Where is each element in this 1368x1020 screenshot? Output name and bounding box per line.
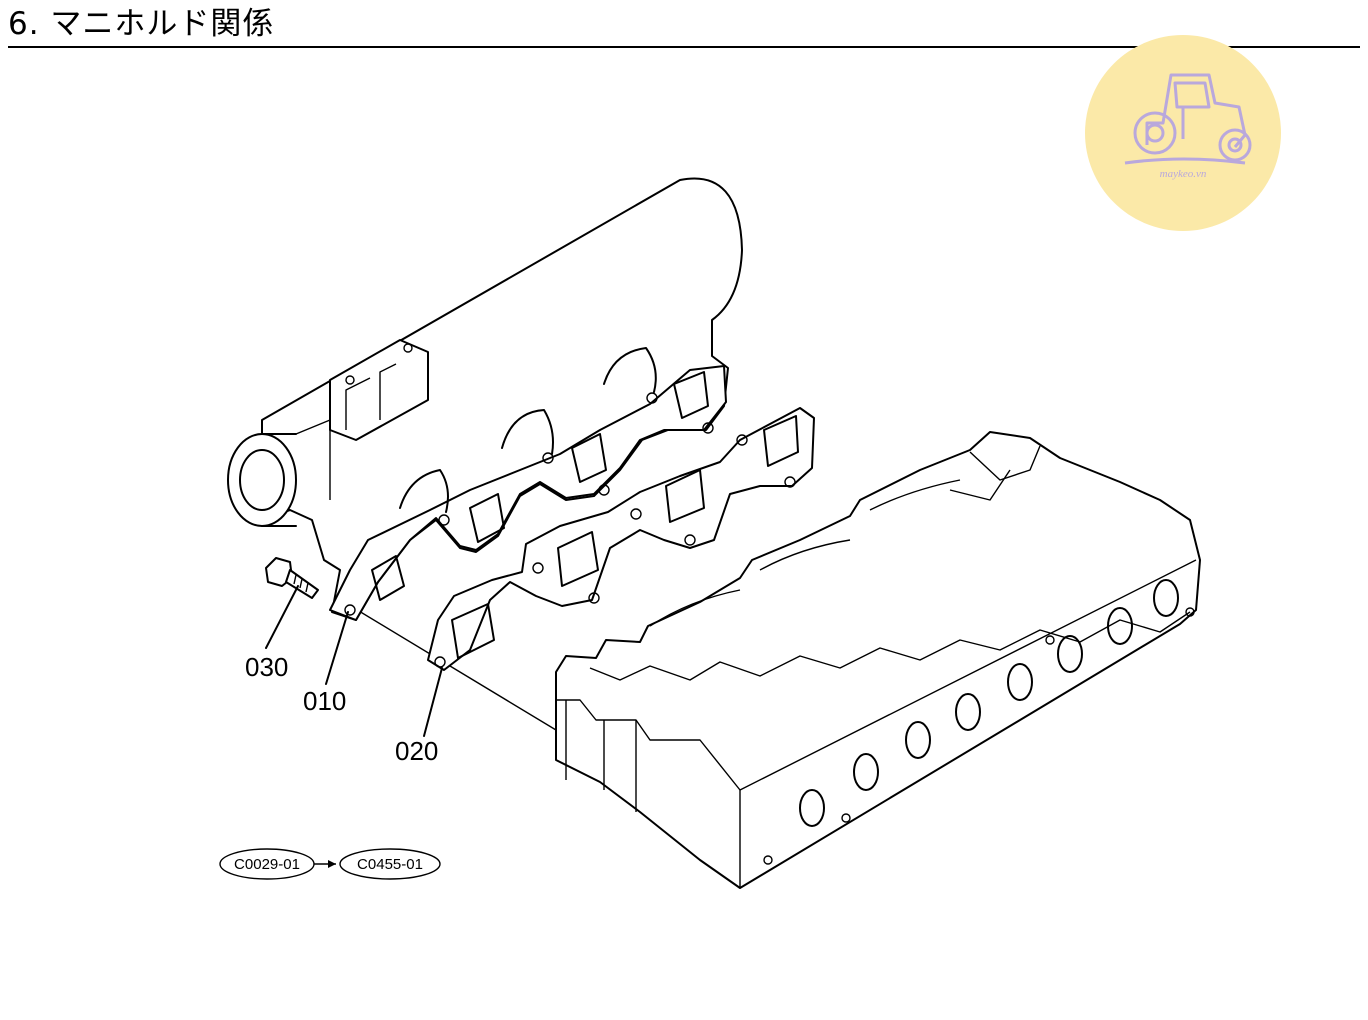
leader-010 [325,611,349,685]
ref-to-code: C0455-01 [357,856,423,873]
title-rule [8,46,1360,48]
tractor-icon [1124,73,1252,165]
logo: maykeo.vn [1085,35,1281,231]
reference-codes: C0029-01 C0455-01 [219,848,441,880]
callout-010: 010 [303,686,346,716]
leader-030 [265,585,299,649]
manifold-gasket [427,407,815,671]
page-title: 6. マニホルド関係 [8,6,275,42]
bolt [265,557,319,599]
ref-to-oval [339,848,441,880]
callout-030: 030 [245,652,288,682]
cylinder-head [555,431,1201,889]
leader-020 [423,667,443,737]
exhaust-manifold [227,177,743,621]
parts-diagram: 030 010 020 C0029-01 C0455-01 [219,177,1201,889]
callout-020: 020 [395,736,438,766]
ref-from-code: C0029-01 [234,856,300,873]
arrow-head [328,860,336,868]
logo-text: maykeo.vn [1160,168,1207,180]
